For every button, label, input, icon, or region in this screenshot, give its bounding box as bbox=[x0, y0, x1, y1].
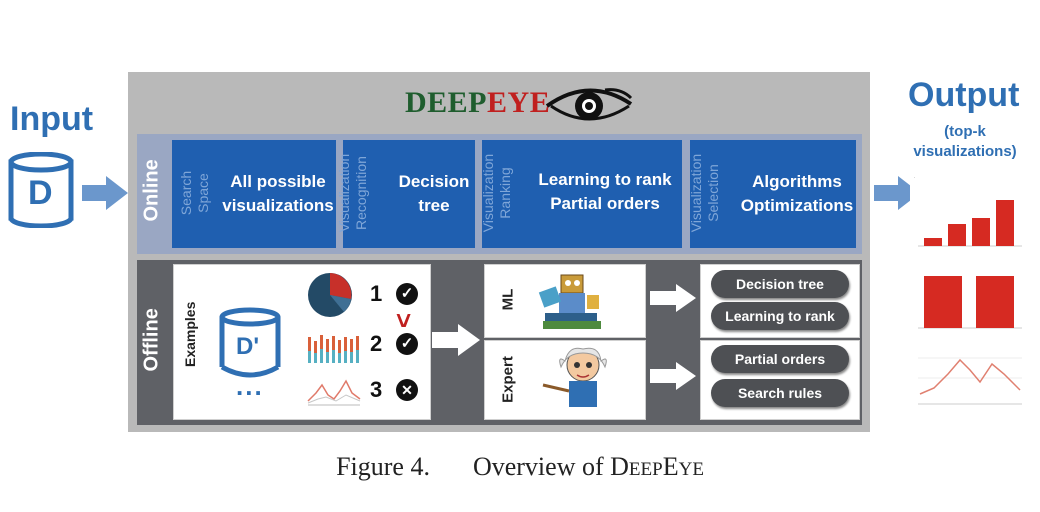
rank-number-1: 1 bbox=[370, 281, 383, 306]
output-arrow-icon bbox=[874, 176, 920, 210]
examples-label: Examples bbox=[182, 301, 198, 367]
online-box-text-line1: Algorithms bbox=[752, 172, 842, 191]
online-label: Online bbox=[140, 159, 163, 222]
input-db-letter: D bbox=[28, 174, 53, 212]
online-box-text-line2: Optimizations bbox=[740, 196, 854, 215]
online-box-text-line2: visualizations bbox=[222, 196, 334, 215]
pill-partial-orders: Partial orders bbox=[711, 345, 849, 373]
ml-label: ML bbox=[499, 288, 517, 311]
greater-than-icon: > bbox=[389, 312, 420, 329]
online-box-text-line1: All possible bbox=[230, 172, 326, 191]
output-line-chart-thumbnail bbox=[910, 338, 1026, 412]
pill-decision-tree: Decision tree bbox=[711, 270, 849, 298]
expert-methods-panel: Partial orders Search rules bbox=[700, 340, 860, 420]
robot-icon bbox=[538, 274, 601, 329]
rank-number-2: 2 bbox=[370, 331, 383, 356]
caption-prefix: Figure 4. bbox=[336, 452, 430, 481]
input-arrow-icon bbox=[82, 176, 128, 210]
rank-number-3: 3 bbox=[370, 377, 383, 402]
online-box-side-title: Visualization Ranking bbox=[480, 153, 513, 233]
expert-panel: Expert bbox=[484, 340, 646, 420]
online-box-text-line1: Learning to rank bbox=[538, 170, 672, 189]
caption-name-cap2: E bbox=[662, 452, 679, 481]
eye-icon bbox=[545, 88, 633, 121]
caption-name-small2: YE bbox=[678, 459, 704, 480]
line-chart-thumbnail bbox=[307, 379, 361, 406]
professor-icon bbox=[542, 347, 607, 407]
expert-arrow-icon bbox=[650, 362, 696, 390]
cross-icon: ✕ bbox=[396, 379, 418, 401]
expert-label: Expert bbox=[499, 356, 517, 403]
pie-chart-thumbnail bbox=[308, 273, 352, 317]
offline-db-letter: D' bbox=[236, 333, 260, 360]
input-database-icon: D bbox=[8, 151, 74, 229]
output-bar-chart-thumbnail: . bbox=[910, 170, 1026, 252]
online-box-text-line2: tree bbox=[418, 196, 450, 215]
logo-eye: EYE bbox=[487, 86, 551, 119]
online-box-side-title: Visualization Selection bbox=[688, 153, 721, 233]
online-box-ranking: Visualization Ranking Learning to rank P… bbox=[480, 140, 682, 248]
ml-methods-panel: Decision tree Learning to rank bbox=[700, 264, 860, 338]
output-bar-chart-2-thumbnail bbox=[910, 260, 1026, 332]
caption-name-small1: EEP bbox=[628, 459, 663, 480]
online-box-side-title: Search Space bbox=[178, 170, 211, 216]
check-icon: ✓ bbox=[396, 283, 418, 305]
output-subtitle: (top-k visualizations) bbox=[900, 122, 1030, 162]
examples-panel: Examples D' ... 1 ✓ > 2 ✓ 3 ✕ bbox=[173, 264, 431, 420]
online-box-selection: Visualization Selection Algorithms Optim… bbox=[688, 140, 856, 248]
online-box-text-line1: Decision bbox=[398, 172, 470, 191]
caption-name-cap1: D bbox=[610, 452, 629, 481]
ml-arrow-icon bbox=[650, 284, 696, 312]
output-title: Output bbox=[908, 76, 1020, 114]
output-subtitle-line2: visualizations) bbox=[913, 143, 1017, 160]
pill-learning-to-rank: Learning to rank bbox=[711, 302, 849, 330]
check-icon: ✓ bbox=[396, 333, 418, 355]
online-box-side-title: Visualization Recognition bbox=[336, 153, 369, 233]
input-title: Input bbox=[10, 100, 94, 138]
offline-ellipsis: ... bbox=[236, 371, 264, 401]
caption-text: Overview of bbox=[472, 452, 611, 481]
offline-arrow-icon bbox=[432, 324, 480, 356]
offline-database-icon bbox=[219, 307, 281, 378]
logo-deep: DEEP bbox=[405, 86, 488, 119]
svg-text:.: . bbox=[914, 174, 915, 180]
pill-search-rules: Search rules bbox=[711, 379, 849, 407]
online-box-search-space: Search Space All possible visualizations bbox=[172, 140, 336, 248]
stacked-bars-thumbnail bbox=[308, 335, 359, 363]
online-box-text-line2: Partial orders bbox=[550, 194, 660, 213]
offline-label: Offline bbox=[140, 308, 163, 372]
ml-panel: ML bbox=[484, 264, 646, 338]
online-box-recognition: Visualization Recognition Decision tree bbox=[336, 140, 475, 248]
output-subtitle-line1: (top-k bbox=[944, 123, 986, 140]
deepeye-logo: DEEPEYE bbox=[405, 86, 550, 120]
figure-caption: Figure 4. Overview of DEEPEYE bbox=[0, 452, 1040, 482]
